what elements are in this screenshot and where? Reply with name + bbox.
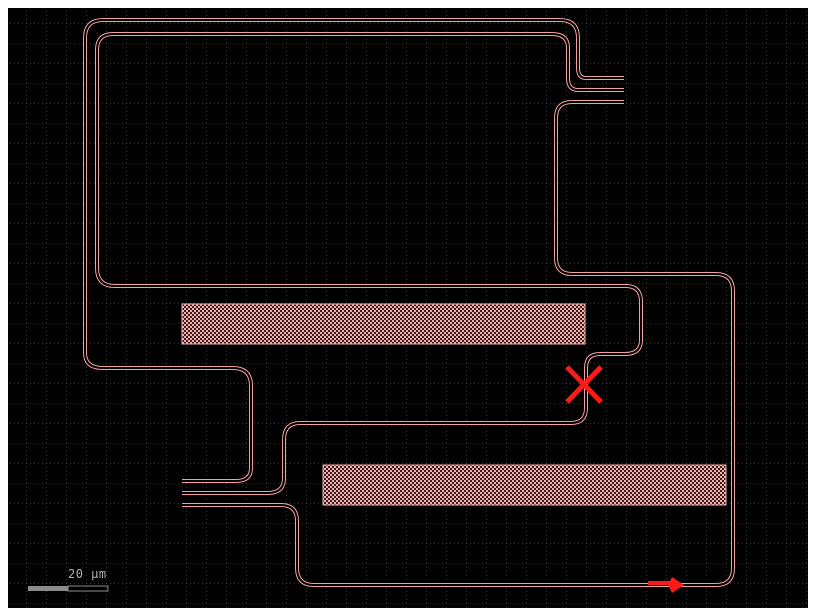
heater-bottom[interactable]: [322, 464, 727, 506]
arrow-right-icon: [648, 577, 684, 593]
waveguides[interactable]: [83, 18, 735, 587]
heater-top[interactable]: [181, 303, 586, 345]
scale-bar-label: 20 μm: [68, 567, 107, 581]
layout-view: [8, 8, 808, 608]
scale-bar: [28, 585, 109, 592]
x-mark-icon: [565, 365, 603, 404]
layout-canvas[interactable]: 20 μm: [8, 8, 808, 608]
